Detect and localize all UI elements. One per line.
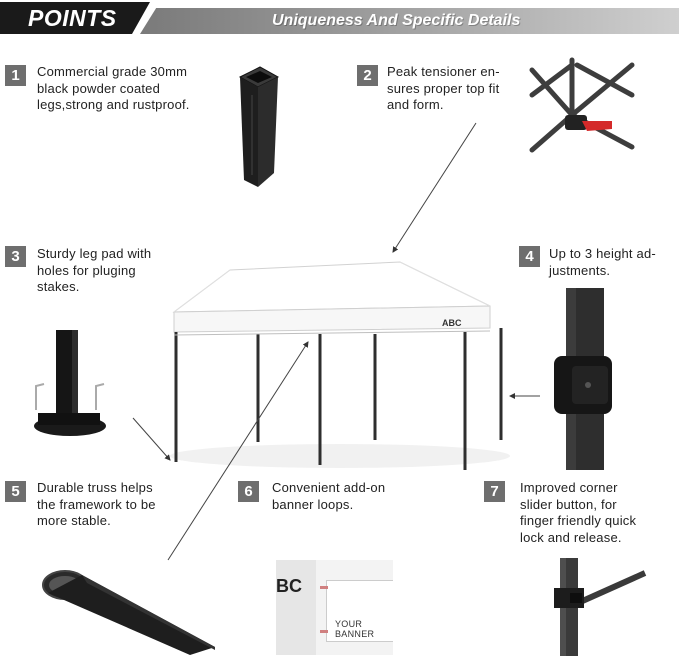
header-title: POINTS <box>28 5 117 31</box>
feature-3-number: 3 <box>5 246 26 267</box>
peak-tensioner-image <box>529 57 635 153</box>
canopy-logo: ABC <box>442 318 462 328</box>
leg-pad-image <box>34 330 106 436</box>
banner-loops-image: BC YOUR BANNER <box>276 560 393 655</box>
feature-6-text: Convenient add-on banner loops. <box>272 480 386 512</box>
header-subtitle: Uniqueness And Specific Details <box>272 12 521 29</box>
feature-4-number: 4 <box>519 246 540 267</box>
canopy-tent-image: ABC <box>170 261 510 470</box>
pointer-peak-tensioner <box>392 122 477 253</box>
truss-tube-image <box>42 570 215 655</box>
pointer-truss <box>167 341 309 561</box>
feature-1-number: 1 <box>5 65 26 86</box>
feature-2-text: Peak tensioner en- sures proper top fit … <box>387 64 500 112</box>
banner-logo-fragment: BC <box>276 576 302 596</box>
feature-6-number: 6 <box>238 481 259 502</box>
height-adjustment-leg-image <box>554 288 612 470</box>
corner-slider-image <box>554 558 647 656</box>
red-tensioner-lever <box>582 121 612 131</box>
feature-7-text: Improved corner slider button, for finge… <box>520 480 637 545</box>
feature-3-text: Sturdy leg pad with holes for pluging st… <box>37 246 152 294</box>
banner-text: YOUR BANNER <box>335 619 375 639</box>
header-title-bar: POINTS <box>0 2 150 34</box>
feature-7-number: 7 <box>484 481 505 502</box>
header-subtitle-bar: Uniqueness And Specific Details <box>140 8 679 34</box>
feature-2-number: 2 <box>357 65 378 86</box>
feature-5-number: 5 <box>5 481 26 502</box>
feature-4-text: Up to 3 height ad- justments. <box>549 246 656 278</box>
square-leg-tube-image <box>238 66 280 187</box>
feature-1-text: Commercial grade 30mm black powder coate… <box>37 64 190 112</box>
feature-5-text: Durable truss helps the framework to be … <box>37 480 156 528</box>
pointer-leg-pad <box>132 417 171 461</box>
